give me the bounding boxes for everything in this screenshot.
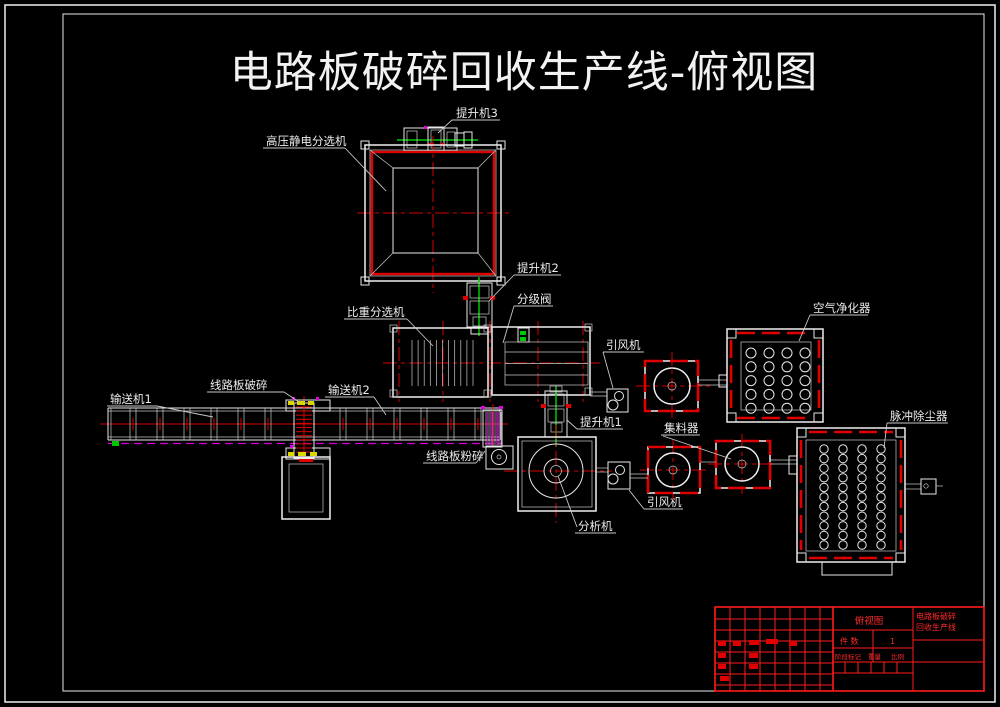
conveyor-2-label: 输送机2 [328,383,370,397]
label-elevator-2: 提升机2 [488,261,561,302]
air-purifier-tubes [745,347,811,414]
board-crusher-label: 线路板破碎 [210,378,268,392]
label-conveyor-1: 输送机1 [107,392,214,418]
title-block-left-grid-rows [715,618,833,686]
pulverizer-stripes-magenta [487,412,500,445]
draft-fan-lower [596,461,631,490]
gravity-separator-label: 比重分选机 [347,305,405,319]
screen-rows [505,351,588,376]
gravity-separator-unit [383,321,600,402]
analyzer-label: 分析机 [578,519,613,533]
analyzer [504,425,612,523]
label-board-pulverizer: 线路板粉碎 [423,449,486,464]
sheet-border [4,4,996,703]
air-purifier-label: 空气净化器 [813,301,871,315]
elevator-2-label: 提升机2 [517,261,559,275]
label-board-crusher: 线路板破碎 [207,378,300,403]
crusher-rotor-hatch [296,406,312,453]
draft-fan-upper [590,388,629,413]
conveyor-roller-ticks-left [132,418,269,430]
elevator-2 [463,277,495,336]
collector-upper [636,352,727,420]
conveyor-1-label: 输送机1 [110,392,152,406]
label-analyzer: 分析机 [557,475,616,534]
title-block-stage-label: 阶段标记 [835,652,862,661]
draft-fan-lower-label: 引风机 [647,495,682,509]
conveyor-rollers-right [339,408,476,440]
board-pulverizer-label: 线路板粉碎 [426,449,484,463]
title-block-revision-marks [718,639,797,681]
conveyor-rollers-left-b [135,408,272,440]
title-block-scale-label: 比例 [891,652,904,661]
label-draft-fan-upper: 引风机 [602,338,644,389]
label-gravity-separator: 比重分选机 [344,305,434,347]
label-air-purifier: 空气净化器 [798,301,871,342]
grading-valve-label: 分级阀 [517,292,552,306]
label-elevator-1: 提升机1 [566,415,623,430]
label-conveyor-2: 输送机2 [325,383,387,416]
elevator-3 [397,126,478,152]
title-block-project-line1: 电路板破碎 [916,611,956,621]
conveyor-belt [100,407,508,446]
conveyor-roller-ticks-right [342,418,479,430]
label-electrostatic-separator: 高压静电分选机 [263,134,387,192]
title-block-weight-label: 重量 [868,653,882,661]
elevator-1-label: 提升机1 [580,415,622,429]
collector-lower-right [700,434,797,494]
dust-collector-tubes [819,444,886,550]
elevator-3-label: 提升机3 [456,106,498,120]
title-block-qty-label: 件 数 [840,636,859,646]
title-block: 俯视图 电路板破碎 回收生产线 件 数 1 阶段标记 重量 比例 [714,606,985,692]
label-pulse-dust-collector: 脉冲除尘器 [883,409,948,449]
pulse-dust-collector-label: 脉冲除尘器 [890,409,948,423]
draft-fan-upper-label: 引风机 [606,338,641,352]
title-block-project-line2: 回收生产线 [916,622,956,632]
drawing-title: 电路板破碎回收生产线-俯视图 [230,48,819,98]
conveyor-rollers-left [129,408,266,440]
board-pulverizer [481,404,514,470]
label-material-collector: 集料器 [661,421,732,460]
conveyor-rollers-right-b [345,408,482,440]
label-elevator-3: 提升机3 [437,106,500,134]
title-block-sign-cells [844,662,898,673]
material-collector-label: 集料器 [664,421,699,435]
pulse-dust-collector [788,427,943,576]
gravity-separator-stripes [411,340,474,386]
electrostatic-separator [357,136,509,293]
pulverizer-stripes [485,412,502,445]
air-purifier [718,328,824,423]
title-block-left-grid-cols [729,607,821,691]
collector-lower-left [630,440,708,500]
title-block-view-name: 俯视图 [855,615,884,627]
board-crusher [281,396,331,520]
title-block-qty-value: 1 [890,637,895,646]
grading-valve [517,327,530,343]
label-grading-valve: 分级阀 [502,292,553,344]
electrostatic-separator-label: 高压静电分选机 [266,134,347,148]
